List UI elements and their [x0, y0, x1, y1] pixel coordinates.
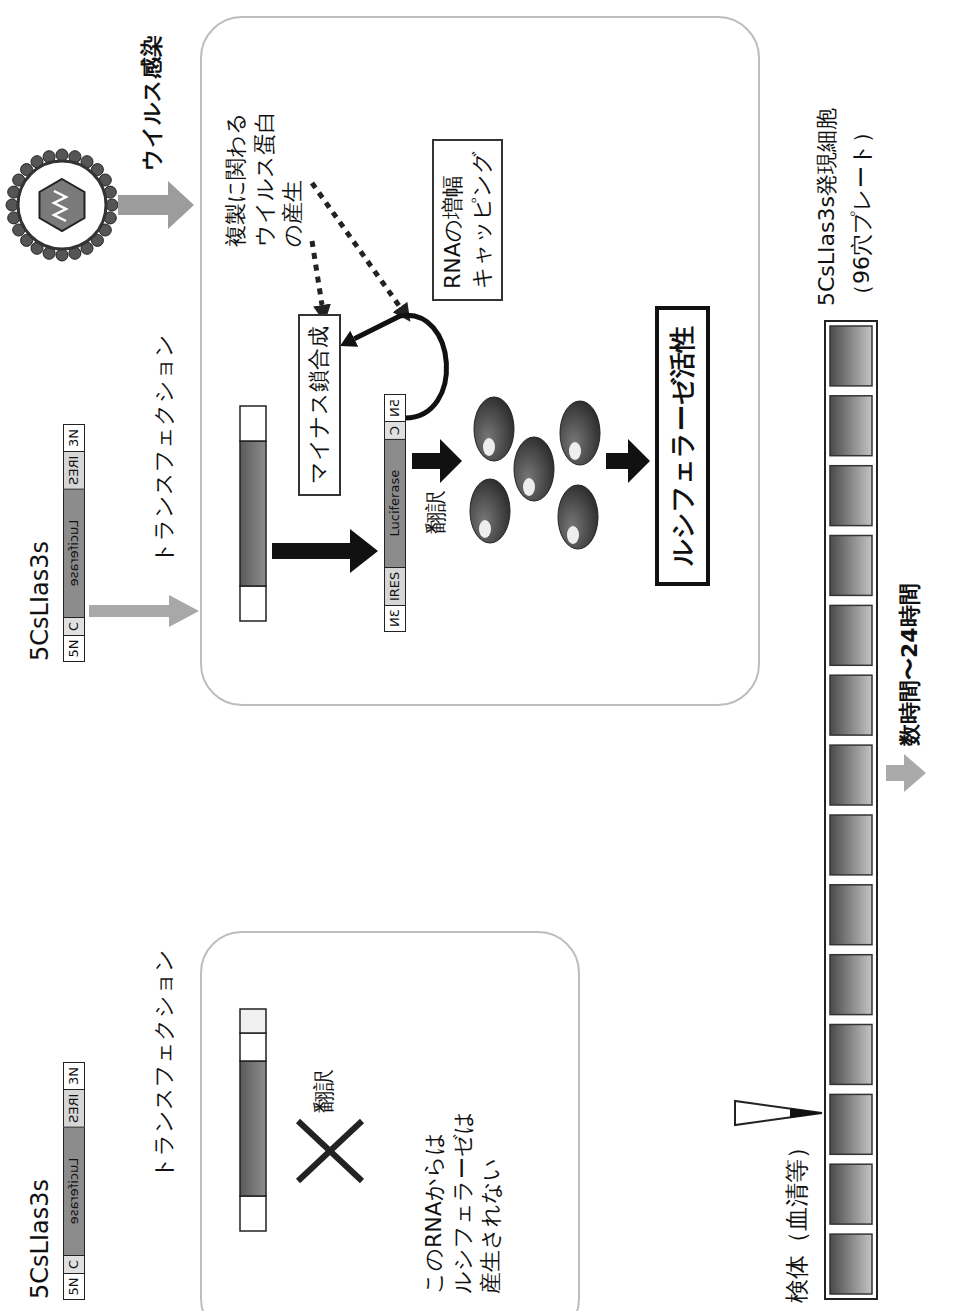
well-plate [825, 321, 877, 1299]
infection-arrow [118, 181, 194, 229]
panel-text: 翻訳 [310, 1069, 339, 1113]
protein-oval [470, 479, 510, 543]
plate-well [830, 536, 872, 596]
text-line: 複製に関わる [222, 111, 251, 247]
luciferase-proteins [470, 397, 600, 549]
protein-highlight [479, 520, 491, 538]
construct-segment: Luciferase [384, 438, 406, 568]
plate-well [830, 1094, 872, 1154]
box-text: マイナス鎖合成 [305, 326, 334, 484]
box-text: RNAの増幅 キャッピング [439, 151, 496, 289]
text-line: 産生されない [477, 1111, 506, 1294]
construct-segment: Luciferase [63, 1126, 85, 1256]
plate-well [830, 1234, 872, 1294]
construct-segment: IRES [63, 451, 85, 490]
annotation-label: 数時間〜24時間 [896, 583, 924, 746]
construct-segment: C [384, 421, 406, 440]
plate-well [830, 745, 872, 805]
pipette [735, 1101, 822, 1125]
cell-panel: トランスフェクション翻訳このRNAからは ルシフェラーゼは 産生されない [200, 931, 580, 1311]
plate-well [830, 1164, 872, 1224]
construct-segment: 3N [384, 605, 406, 633]
cell-panel: トランスフェクション複製に関わる ウイルス蛋白 の産生翻訳マイナス鎖合成3NIR… [200, 16, 760, 706]
envelope-bead [106, 199, 118, 211]
plate-well [830, 815, 872, 875]
construct-segment: 5N [384, 394, 406, 422]
construct-bar: 5NCLuciferaseIRES3N [63, 1062, 85, 1299]
construct-segment: 3N [63, 424, 85, 452]
process-arrow [272, 529, 378, 573]
dotted-arrow [312, 241, 322, 305]
protein-oval [474, 397, 514, 461]
text-line: RNAの増幅 [439, 151, 468, 289]
construct-segment: IRES [63, 1089, 85, 1128]
construct-segment: 5N [63, 635, 85, 663]
process-arrow [412, 439, 462, 483]
text-line: ウイルス蛋白 [251, 111, 280, 247]
text-line: このRNAからは [420, 1111, 449, 1294]
construct-segment: C [63, 1255, 85, 1274]
result-box: ルシフェラーゼ活性 [655, 306, 710, 586]
construct-bar: 3NIRESLuciferaseC5N [384, 394, 406, 631]
protein-oval [558, 485, 598, 549]
text-line: キャッピング [468, 151, 497, 289]
annotation-label: （96穴プレート） [848, 121, 876, 306]
plate-well [830, 675, 872, 735]
rna-construct: 5CsLIas3s 5NCLuciferaseIRES3N [26, 1062, 85, 1299]
dotted-arrow [312, 183, 400, 307]
plate-well [830, 1025, 872, 1085]
plate-well [830, 955, 872, 1015]
protein-highlight [523, 478, 535, 496]
panel-text: 翻訳 [422, 490, 451, 534]
process-box: マイナス鎖合成 [298, 314, 341, 496]
construct-segment: 3N [63, 1062, 85, 1090]
envelope-bead [56, 249, 68, 261]
annotation-label: 5CsLIas3s発現細胞 [813, 108, 841, 306]
construct-segment: C [63, 617, 85, 636]
process-arrow [606, 439, 650, 483]
box-text: ルシフェラーゼ活性 [666, 326, 699, 566]
flow-connector [89, 605, 169, 617]
rna-construct: 5CsLIas3s 5NCLuciferaseIRES3N [26, 424, 85, 661]
construct-segment: 5N [63, 1273, 85, 1301]
panel-text: トランスフェクション [150, 949, 179, 1179]
panel-text: このRNAからは ルシフェラーゼは 産生されない [420, 1111, 506, 1294]
rna-strand [240, 406, 266, 621]
construct-segment: IRES [384, 567, 406, 606]
construct-bar: 5NCLuciferaseIRES3N [63, 424, 85, 661]
envelope-bead [6, 199, 18, 211]
annotation-label: 検体（血清等） [782, 1135, 812, 1303]
no-translation-cross [298, 1121, 362, 1181]
virus-particle [6, 149, 118, 261]
plate-well [830, 885, 872, 945]
panel-text: トランスフェクション [150, 334, 179, 564]
plate-well [830, 396, 872, 456]
protein-oval [560, 401, 600, 465]
plate-well [830, 466, 872, 526]
annotation-label: ウイルス感染 [138, 35, 166, 171]
text-line: の産生 [279, 111, 308, 247]
construct-name: 5CsLIas3s [26, 1062, 55, 1299]
text-line: ルシフェラーゼは [449, 1111, 478, 1294]
panel-text: 複製に関わる ウイルス蛋白 の産生 [222, 111, 308, 247]
protein-highlight [567, 526, 579, 544]
protein-oval [514, 437, 554, 501]
time-arrow [886, 754, 926, 792]
protein-highlight [569, 442, 581, 460]
virus-envelope [6, 149, 118, 261]
protein-highlight [483, 438, 495, 456]
rna-strand-labelled: 3NIRESLuciferaseC5N [384, 394, 406, 631]
envelope-bead [56, 149, 68, 161]
plate-well [830, 605, 872, 665]
construct-segment: Luciferase [63, 488, 85, 618]
rna-strand [240, 1009, 266, 1231]
plate-well [830, 326, 872, 386]
process-box: RNAの増幅 キャッピング [432, 139, 503, 301]
construct-name: 5CsLIas3s [26, 424, 55, 661]
